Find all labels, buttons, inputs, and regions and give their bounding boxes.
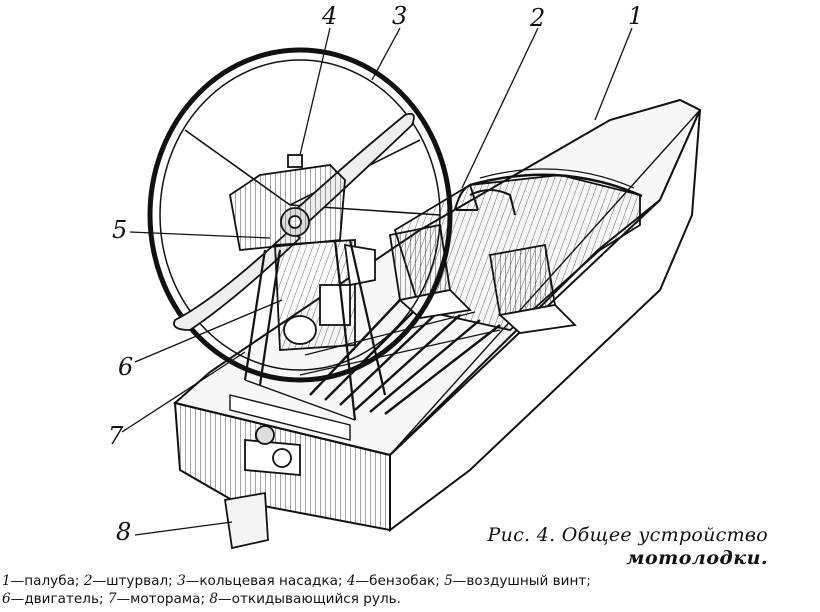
legend-num: 1 <box>2 573 11 589</box>
engine-assembly <box>229 154 376 351</box>
legend-num: 5 <box>444 573 453 589</box>
callout-4: 4 <box>322 2 338 30</box>
legend-num: 7 <box>107 591 117 607</box>
legend-text: —кольцевая насадка; <box>185 573 343 589</box>
legend-text: —моторама; <box>116 591 206 607</box>
caption-line-1: Рис. 4. Общее устройство <box>487 524 768 546</box>
legend-text: —двигатель; <box>10 591 104 607</box>
motor-mount <box>229 239 387 441</box>
callout-5: 5 <box>112 216 128 244</box>
windshield <box>469 173 643 198</box>
leader-lines <box>121 27 633 536</box>
legend-text: —палуба; <box>10 573 80 589</box>
floor-slats <box>299 299 501 415</box>
callout-7: 7 <box>108 422 124 450</box>
legend-num: 8 <box>209 591 219 607</box>
legend-text: —бензобак; <box>355 573 440 589</box>
legend-text: —воздушный винт; <box>452 573 591 589</box>
rudder <box>223 491 269 550</box>
steering-wheel <box>454 183 516 216</box>
figure-caption: Рис. 4. Общее устройство мотолодки. <box>487 524 768 570</box>
callout-3: 3 <box>392 2 408 30</box>
rudder-assembly <box>223 425 301 550</box>
legend-row-1: 1—палуба; 2—штурвал; 3—кольцевая насадка… <box>2 572 818 590</box>
legend-text: —откидывающийся руль. <box>218 591 401 607</box>
callout-8: 8 <box>116 518 132 546</box>
legend-num: 4 <box>346 573 356 589</box>
callout-2: 2 <box>530 4 546 32</box>
caption-line-2: мотолодки. <box>626 547 768 569</box>
legend-num: 3 <box>177 573 186 589</box>
seat-front-left <box>388 223 452 302</box>
callout-1: 1 <box>628 2 644 30</box>
seat-front-right <box>488 243 557 317</box>
legend-num: 2 <box>83 573 93 589</box>
legend-num: 6 <box>2 591 11 607</box>
figure-legend: 1—палуба; 2—штурвал; 3—кольцевая насадка… <box>2 572 818 608</box>
callout-6: 6 <box>118 353 134 381</box>
legend-row-2: 6—двигатель; 7—моторама; 8—откидывающийс… <box>2 590 818 608</box>
legend-text: —штурвал; <box>92 573 173 589</box>
fuel-tank <box>229 164 346 251</box>
